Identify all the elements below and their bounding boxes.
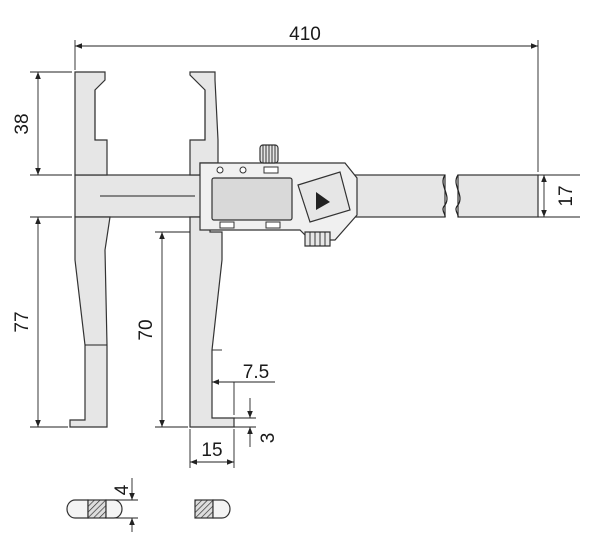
dim-label-70: 70 <box>136 319 157 340</box>
dim-upper-jaw: 38 <box>12 71 72 176</box>
dim-movable-jaw: 70 <box>136 231 190 428</box>
dim-jaw-thickness: 4 <box>112 478 138 532</box>
display-button <box>297 171 351 223</box>
dim-jaw-width: 15 <box>189 429 235 468</box>
movable-jaw <box>189 71 235 428</box>
dim-label-3: 3 <box>258 433 279 444</box>
small-button <box>265 221 281 229</box>
dim-tip-width: 7.5 <box>212 362 275 415</box>
dim-beam-height: 17 <box>538 174 580 218</box>
dim-label-4: 4 <box>112 484 133 495</box>
dim-label-410: 410 <box>289 24 321 45</box>
play-triangle-icon <box>316 192 330 210</box>
jaw-cross-section-right <box>194 499 231 519</box>
dim-fixed-jaw: 77 <box>12 216 72 428</box>
indicator-dot <box>216 166 224 174</box>
slider-body <box>199 144 358 247</box>
dim-label-15: 15 <box>201 440 222 461</box>
small-button <box>263 166 279 174</box>
dim-label-77: 77 <box>12 311 33 332</box>
jaw-cross-section-left <box>66 499 123 519</box>
dim-label-7-5: 7.5 <box>243 362 269 383</box>
indicator-dot <box>239 166 247 174</box>
small-button <box>219 221 235 229</box>
dim-label-17: 17 <box>556 185 577 206</box>
dim-tip-depth: 3 <box>234 398 279 447</box>
fixed-jaw <box>69 71 111 428</box>
dim-overall-length: 410 <box>74 24 539 172</box>
lcd-display <box>211 177 293 221</box>
dim-label-38: 38 <box>12 113 33 134</box>
